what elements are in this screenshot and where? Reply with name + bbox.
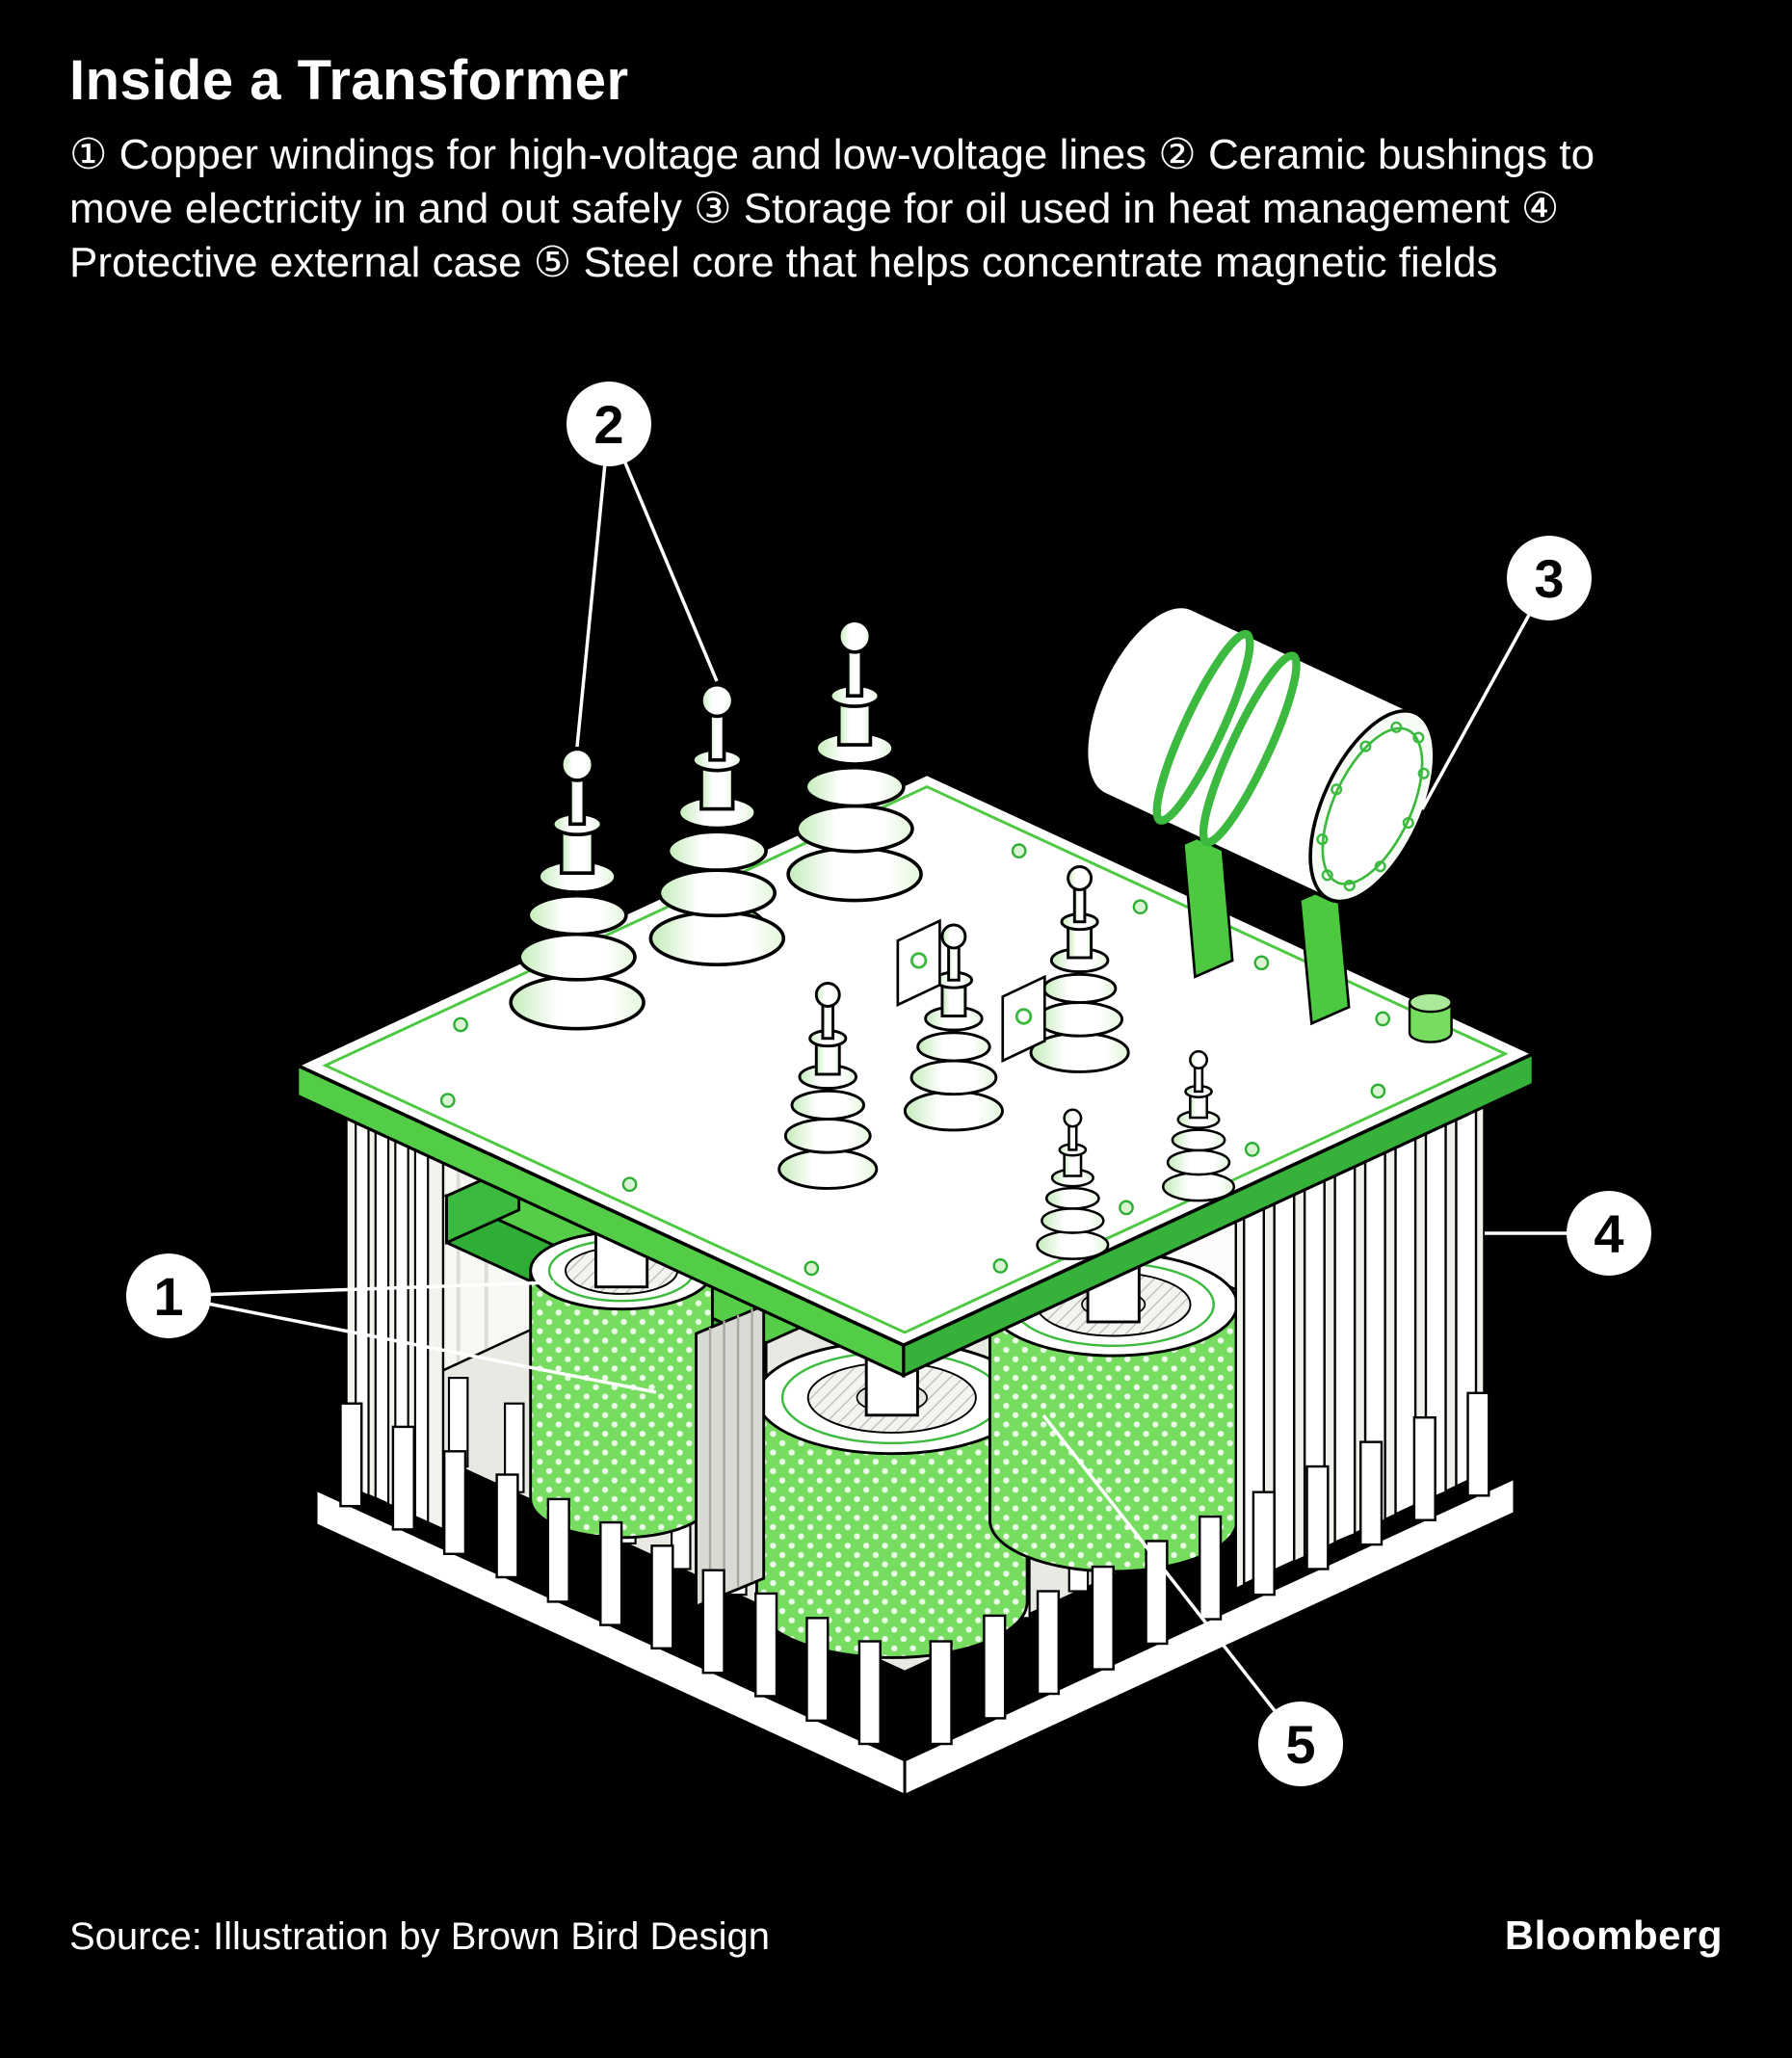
leader-line-2a: [575, 423, 611, 748]
header: Inside a Transformer ① Copper windings f…: [69, 48, 1765, 290]
tank-bolts: [1316, 721, 1430, 892]
svg-text:4: 4: [1594, 1203, 1623, 1264]
leader-line-3: [1420, 577, 1551, 810]
callout-badge-2-bushings: 2: [567, 382, 651, 466]
svg-text:5: 5: [1285, 1714, 1315, 1775]
callout-badge-4-external-case: 4: [1567, 1191, 1651, 1276]
leader-line-2b: [607, 423, 719, 682]
core-limb: [695, 1303, 766, 1609]
terminal-plates: [896, 918, 1046, 1064]
bushing-large-3: [786, 619, 923, 903]
bushing-large-2: [648, 682, 786, 966]
leader-line-1a: [168, 1280, 555, 1298]
callout-badge-3-oil-storage: 3: [1507, 536, 1592, 620]
callout-lines: [168, 423, 1609, 1746]
footer: Source: Illustration by Brown Bird Desig…: [69, 1913, 1723, 1959]
conservator-tank: [1084, 604, 1436, 1026]
svg-text:3: 3: [1534, 548, 1564, 609]
case-right-fins: [1234, 1051, 1486, 1591]
legend-line-3: Protective external case ⑤ Steel core th…: [69, 238, 1498, 286]
page-title: Inside a Transformer: [69, 49, 629, 112]
transformer-illustration: [293, 604, 1538, 1798]
callout-badges: 1 2 3 4 5: [126, 382, 1651, 1786]
oil-cap: [1408, 991, 1453, 1043]
callout-badge-1-windings: 1: [126, 1253, 211, 1338]
legend-line-1: ① Copper windings for high-voltage and l…: [69, 131, 1595, 178]
bushing-large-1: [509, 747, 646, 1031]
source-credit: Source: Illustration by Brown Bird Desig…: [69, 1915, 770, 1958]
callout-badge-5-steel-core: 5: [1258, 1702, 1343, 1786]
leader-line-1b: [168, 1294, 657, 1394]
leader-line-5: [1041, 1413, 1303, 1746]
winding-middle: [754, 1340, 1029, 1659]
legend-text: ① Copper windings for high-voltage and l…: [69, 128, 1765, 290]
legend-line-2: move electricity in and out safely ③ Sto…: [69, 184, 1560, 232]
svg-text:1: 1: [153, 1266, 183, 1327]
case-left-fins: [345, 1063, 445, 1532]
svg-text:2: 2: [593, 394, 623, 455]
bloomberg-logo: Bloomberg: [1504, 1913, 1723, 1958]
